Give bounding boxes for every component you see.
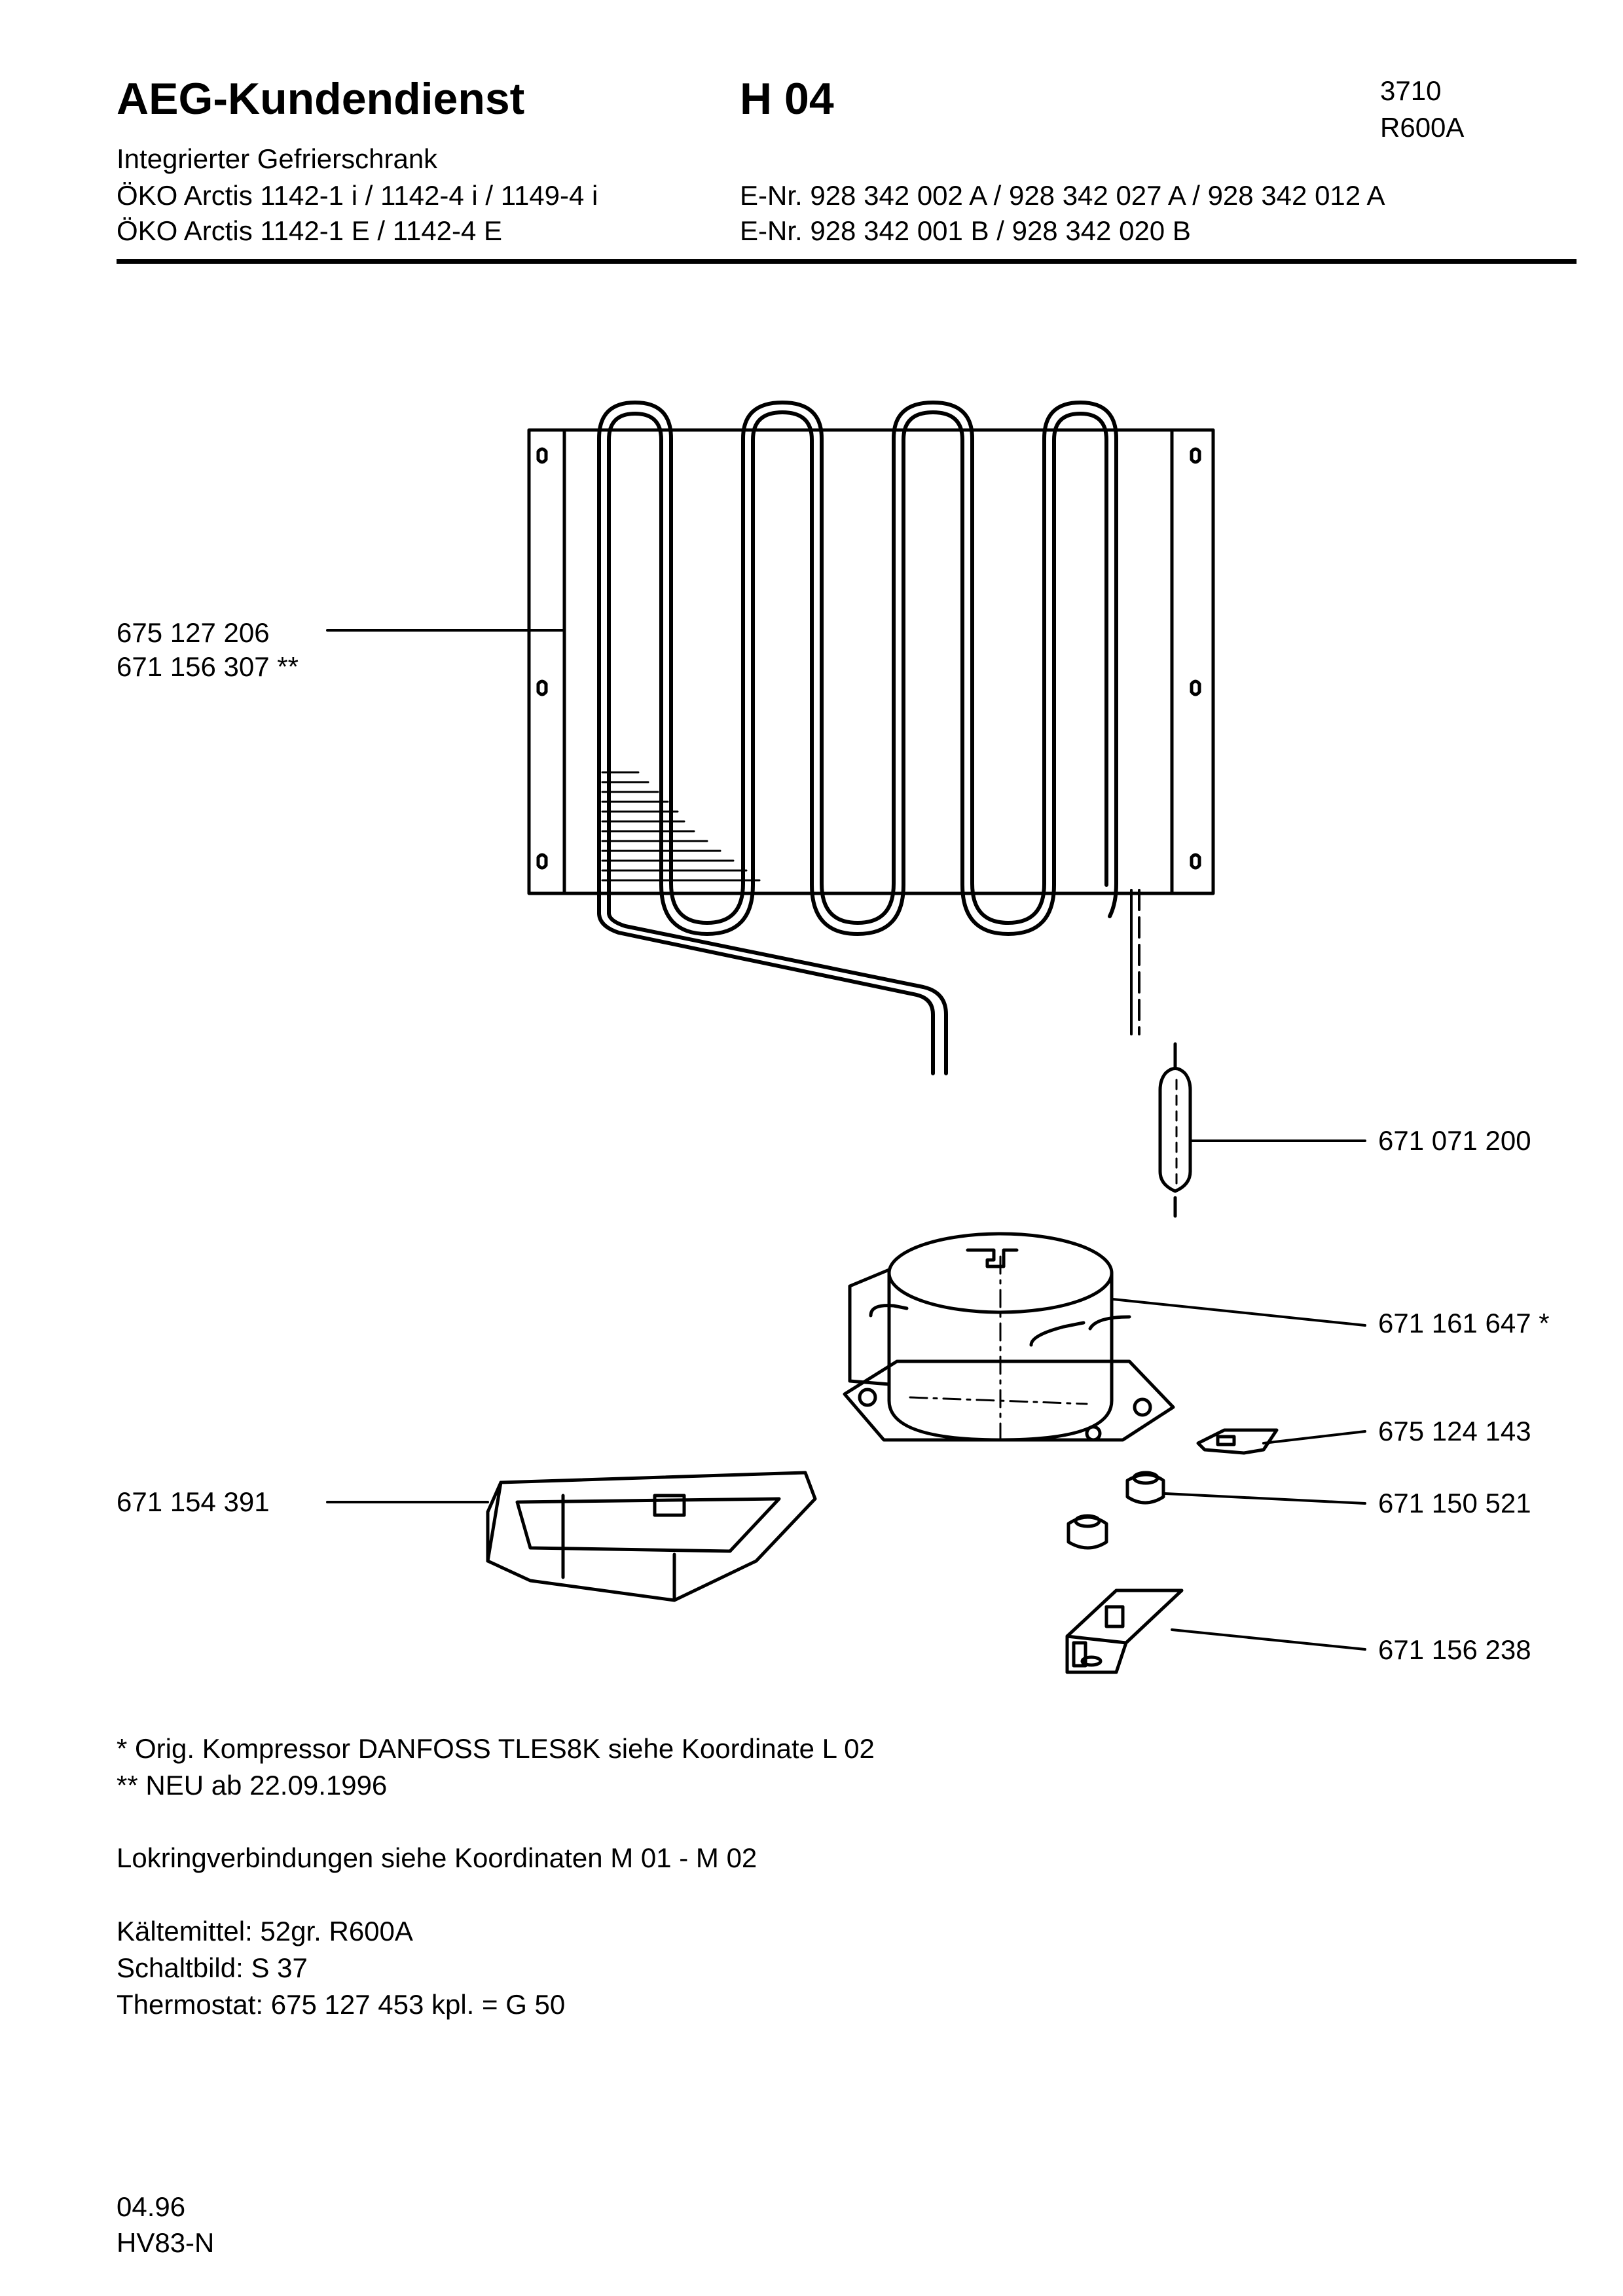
models-line-1: ÖKO Arctis 1142-1 i / 1142-4 i / 1149-4 … [117,180,598,211]
brand-title: AEG-Kundendienst [117,74,525,124]
header-divider [117,259,1577,264]
part-number-evaporator-new: 671 156 307 ** [117,651,299,682]
part-number-evaporator: 675 127 206 [117,617,270,648]
compressor [843,1232,1175,1442]
part-number-bracket: 671 156 238 [1378,1634,1531,1665]
enr-line-2: E-Nr. 928 342 001 B / 928 342 020 B [740,215,1191,246]
holding-bracket [1065,1588,1184,1674]
enr-line-1: E-Nr. 928 342 002 A / 928 342 027 A / 92… [740,180,1385,211]
section-code: H 04 [740,74,834,124]
leader-lines [326,629,1366,1651]
evaporator-tubing [597,401,1140,1075]
part-number-clip: 675 124 143 [1378,1416,1531,1446]
models-line-2: ÖKO Arctis 1142-1 E / 1142-4 E [117,215,503,246]
evaporator-hatching [601,771,761,882]
footer-doc-code: HV83-N [117,2227,215,2258]
spring-clip [1196,1428,1279,1455]
part-number-tray: 671 154 391 [117,1486,270,1517]
refrigerant-spec: Kältemittel: 52gr. R600A [117,1916,413,1946]
part-number-grommet: 671 150 521 [1378,1488,1531,1518]
note-new-since: ** NEU ab 22.09.1996 [117,1770,388,1801]
note-compressor: * Orig. Kompressor DANFOSS TLES8K siehe … [117,1733,875,1764]
rubber-grommets [1067,1471,1165,1550]
refrigerant-code: R600A [1380,112,1465,143]
note-lokring: Lokringverbindungen siehe Koordinaten M … [117,1842,757,1873]
part-number-dryer: 671 071 200 [1378,1125,1531,1156]
footer-date: 04.96 [117,2191,186,2222]
thermostat-ref: Thermostat: 675 127 453 kpl. = G 50 [117,1989,566,2020]
product-type: Integrierter Gefrierschrank [117,143,438,174]
filter-dryer [1158,1042,1192,1218]
part-number-compressor: 671 161 647 * [1378,1308,1550,1338]
evaporator-plate [527,428,1215,895]
reference-number: 3710 [1380,75,1442,106]
drip-tray [486,1471,817,1602]
circuit-diagram-ref: Schaltbild: S 37 [117,1952,308,1983]
